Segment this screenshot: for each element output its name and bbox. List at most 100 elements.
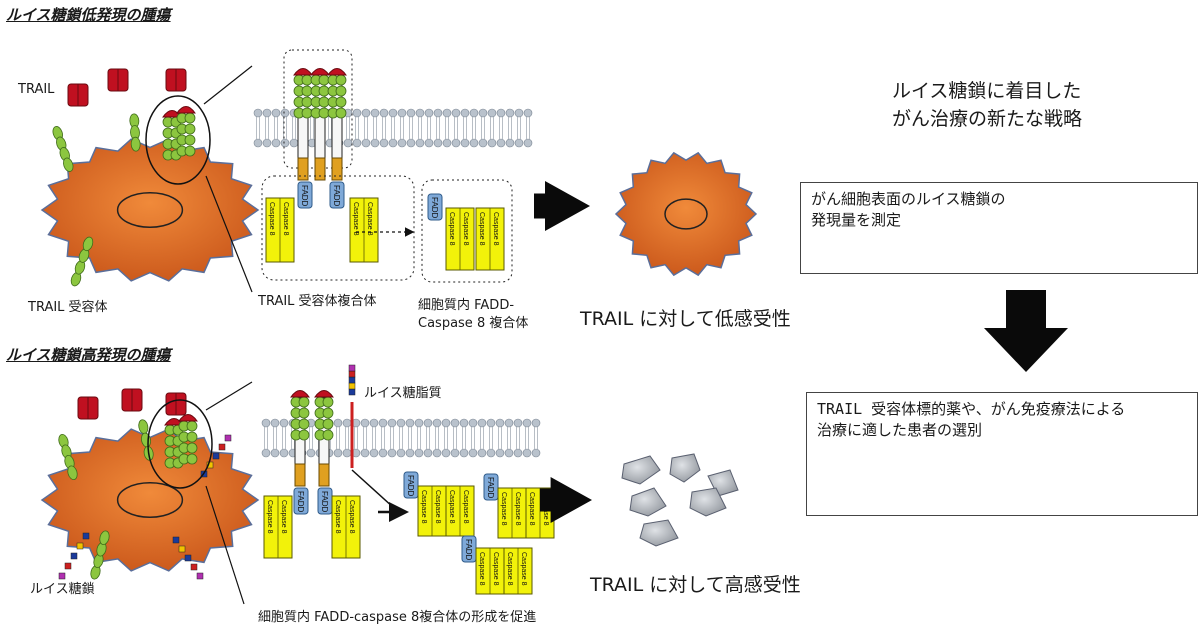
low-membrane-head	[487, 108, 497, 118]
high-membrane-head	[495, 418, 505, 428]
low-zoom-circle	[145, 95, 211, 185]
high-receptor-column-0-tm	[294, 463, 306, 487]
strategy-down-arrow	[984, 290, 1068, 372]
strategy-title-1: ルイス糖鎖に着目した	[892, 80, 1082, 102]
high-cyto-caspase-4-text-a: Caspase 8	[528, 492, 535, 526]
high-membrane-head	[342, 448, 352, 458]
low-big-arrow	[534, 181, 590, 231]
high-zoom-circle	[147, 399, 213, 489]
high-membrane-head	[486, 448, 496, 458]
high-big-arrow	[540, 477, 592, 523]
high-caspase-2-text-a: Caspase 8	[334, 500, 341, 534]
high-membrane-head	[522, 418, 532, 428]
high-cyto-fadd-1	[403, 471, 419, 499]
low-membrane-head	[289, 138, 299, 148]
high-cyto-fadd-1-text: FADD	[406, 475, 415, 497]
low-circle-cluster-b-bead	[184, 134, 196, 146]
low-trimer-cluster-1-bead	[318, 96, 330, 108]
low-receptor-column-1-tm	[314, 157, 326, 181]
low-membrane-head	[370, 138, 380, 148]
low-membrane-head	[460, 138, 470, 148]
lewis-lipid-label: ルイス糖脂質	[364, 386, 442, 401]
high-membrane-head	[513, 418, 523, 428]
high-membrane-head	[333, 448, 343, 458]
measure-box-line1: がん細胞表面のルイス糖鎖の	[811, 190, 1006, 208]
high-membrane-head	[441, 448, 451, 458]
low-membrane-head	[469, 138, 479, 148]
cells-layer	[40, 138, 758, 572]
low-membrane-head	[406, 108, 416, 118]
low-trimer-cluster-0-bead	[301, 96, 313, 108]
high-receptor-1-bead	[67, 465, 78, 480]
high-zoom-line-top	[205, 381, 253, 411]
low-membrane-head	[424, 138, 434, 148]
high-glycan-1-sugar	[64, 562, 72, 570]
high-cell	[40, 428, 260, 572]
low-caspase-2-text-b: Caspase 8	[366, 202, 373, 236]
high-membrane-head	[360, 448, 370, 458]
low-membrane-head	[415, 108, 425, 118]
high-membrane-head	[333, 418, 343, 428]
low-receptor-2-bead	[130, 136, 141, 152]
selection-box: TRAIL 受容体標的薬や、がん免疫療法による 治療に適した患者の選別	[806, 392, 1198, 516]
high-fadd-2-text: FADD	[320, 491, 329, 513]
lewis-lipid-sugars-sugar	[348, 382, 356, 390]
low-cell	[40, 138, 260, 282]
low-receptor-column-0-tm	[297, 157, 309, 181]
low-trimer-cluster-1-bead	[318, 74, 330, 86]
low-membrane-head	[361, 138, 371, 148]
high-membrane-head	[279, 448, 289, 458]
high-membrane-head	[441, 418, 451, 428]
low-membrane-head	[496, 108, 506, 118]
high-membrane-head	[414, 418, 424, 428]
low-membrane-head	[271, 138, 281, 148]
high-cyto-caspase-6-text-a: Caspase 8	[506, 552, 513, 586]
high-membrane-head	[378, 418, 388, 428]
measure-box-line2: 発現量を測定	[811, 211, 902, 229]
low-fadd-2-text: FADD	[332, 185, 341, 207]
low-membrane-head	[280, 138, 290, 148]
high-caspase-1-text-a: Caspase 8	[266, 500, 273, 534]
low-membrane-head	[352, 108, 362, 118]
lewis-lipid-sugars-sugar	[348, 370, 356, 378]
low-cell-nucleus	[116, 191, 184, 229]
high-lipid-line	[351, 469, 395, 509]
low-trimer-cluster-1-bead	[318, 107, 330, 119]
high-membrane-head	[495, 448, 505, 458]
low-trimer-cluster-1-bead	[318, 85, 330, 97]
high-circle-cluster-b-bead	[186, 442, 198, 454]
high-cyto-caspase-6-text-b: Caspase 8	[520, 552, 527, 586]
low-fadd-2	[329, 181, 345, 209]
low-trimer-cluster-2-trail	[327, 68, 347, 76]
cyto-complex-label-2: Caspase 8 複合体	[418, 316, 529, 331]
high-membrane-head	[360, 418, 370, 428]
low-trimer-cluster-2-bead	[335, 107, 347, 119]
high-membrane-head	[405, 448, 415, 458]
low-cyto-caspase-2-text-b: Caspase 8	[492, 212, 499, 246]
high-membrane-head	[279, 418, 289, 428]
high-cyto-caspase-3-text-b: Caspase 8	[514, 492, 521, 526]
high-membrane-head	[432, 448, 442, 458]
high-membrane-head	[531, 448, 541, 458]
low-trimer-cluster-2-bead	[335, 96, 347, 108]
low-membrane-head	[496, 138, 506, 148]
low-trimer-cluster-2-bead	[335, 74, 347, 86]
high-receptor-3-bead	[99, 530, 110, 546]
low-membrane-head	[370, 108, 380, 118]
low-trimer-cluster-1-trail	[310, 68, 330, 76]
low-membrane-head	[406, 138, 416, 148]
low-membrane-head	[523, 138, 533, 148]
high-cyto-fadd-2-text: FADD	[486, 477, 495, 499]
low-membrane-head	[271, 108, 281, 118]
molecules-layer: FADD FADD Caspase 8 Caspase 8 Caspase 8 Caspa…	[52, 49, 739, 605]
high-membrane-head	[486, 418, 496, 428]
high-membrane-head	[459, 448, 469, 458]
high-membrane-head	[450, 448, 460, 458]
high-membrane-head	[261, 418, 271, 428]
high-membrane-head	[261, 448, 271, 458]
high-membrane-head	[477, 448, 487, 458]
high-glycan-2-sugar	[190, 563, 198, 571]
low-cyto-fadd-text: FADD	[430, 197, 439, 219]
high-cyto-caspase-5-text-b: Caspase 8	[492, 552, 499, 586]
high-trimer-cluster-1-bead	[322, 429, 334, 441]
